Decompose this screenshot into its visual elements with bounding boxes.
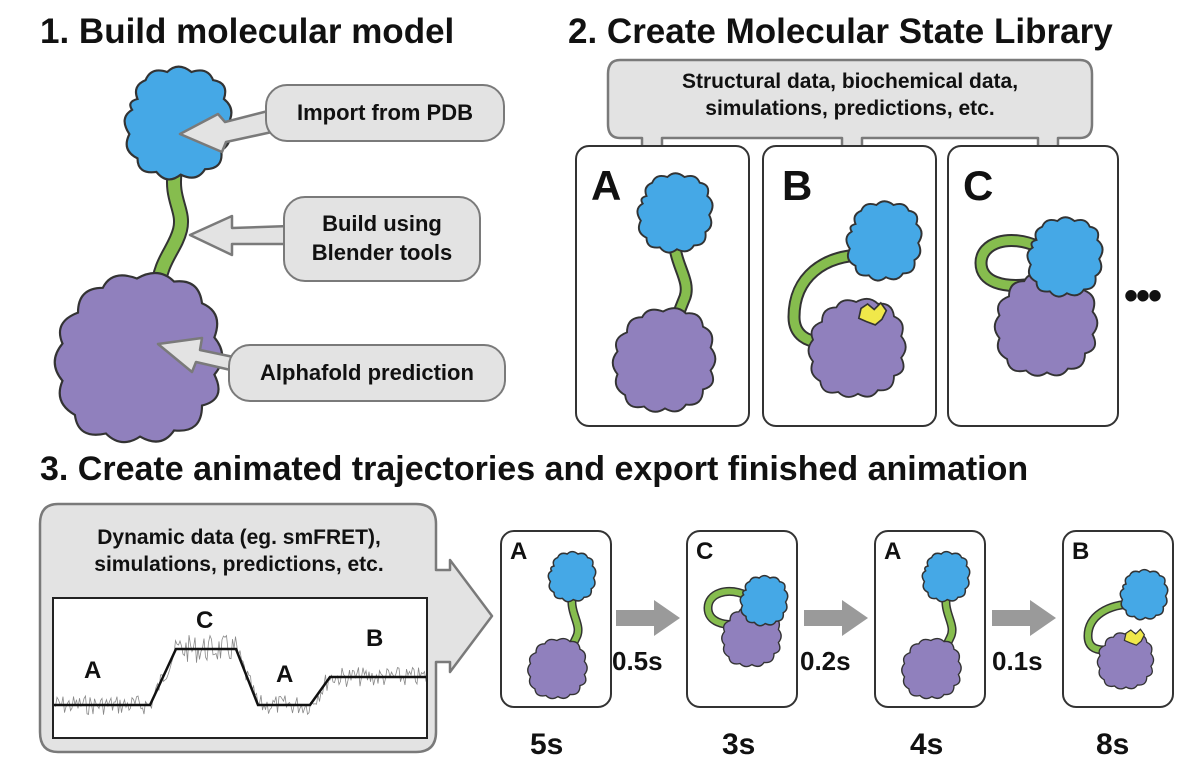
frame-3: A	[874, 530, 986, 708]
frame-3-state: A	[884, 538, 902, 565]
state-library-source-text: Structural data, biochemical data, simul…	[610, 68, 1090, 123]
section-2-title: 2. Create Molecular State Library	[568, 12, 1113, 51]
transition-2-time: 0.2s	[800, 646, 851, 676]
dynamic-data-line1: Dynamic data (eg. smFRET),	[97, 526, 381, 549]
import-from-pdb-label: Import from PDB	[297, 99, 473, 125]
transition-1-time: 0.5s	[612, 646, 663, 676]
frame-1-dwell: 5s	[530, 728, 564, 761]
trace-label-c: C	[196, 607, 214, 634]
transition-arrow-3	[992, 600, 1056, 636]
pdb-arrow	[178, 108, 274, 154]
frame-4-dwell: 8s	[1096, 728, 1130, 761]
blue-domain	[845, 200, 923, 282]
frame-1: A	[500, 530, 612, 708]
blender-tools-callout: Build using Blender tools	[283, 196, 481, 282]
molecular-model-illustration	[53, 65, 292, 444]
state-card-a-label: A	[591, 162, 622, 209]
state-card-b: B	[762, 145, 937, 427]
more-states-ellipsis: •••	[1124, 274, 1162, 318]
trajectory-trace	[54, 634, 426, 716]
transition-arrow-2	[804, 600, 868, 636]
alphafold-prediction-callout: Alphafold prediction	[228, 344, 506, 402]
state-card-a: A	[575, 145, 750, 427]
blue-domain	[1026, 216, 1104, 298]
trace-label-a1: A	[84, 657, 102, 684]
trace-label-b: B	[366, 625, 384, 652]
dynamic-data-line2: simulations, predictions, etc.	[94, 553, 384, 577]
trace-noise	[54, 634, 426, 716]
state-card-c-label: C	[963, 162, 994, 209]
blender-arrow	[188, 214, 292, 257]
alphafold-prediction-label: Alphafold prediction	[260, 359, 474, 385]
frame-4: B	[1062, 530, 1174, 708]
state-card-c: C	[947, 145, 1119, 427]
purple-domain	[807, 297, 907, 398]
blender-tools-line2: Blender tools	[311, 240, 453, 265]
import-from-pdb-callout: Import from PDB	[265, 84, 505, 142]
blender-tools-line1: Build using	[322, 211, 442, 237]
section-3-title: 3. Create animated trajectories and expo…	[40, 450, 1029, 488]
section-1-title: 1. Build molecular model	[40, 12, 455, 51]
state-library-source-line2: simulations, predictions, etc.	[705, 97, 995, 121]
frame-4-state: B	[1072, 538, 1090, 565]
state-library-source-line1: Structural data, biochemical data,	[681, 70, 1019, 93]
transition-3-time: 0.1s	[992, 646, 1043, 676]
dynamic-data-text: Dynamic data (eg. smFRET), simulations, …	[48, 524, 430, 579]
blue-domain	[636, 172, 714, 254]
trace-label-a2: A	[276, 661, 294, 688]
frame-3-dwell: 4s	[910, 728, 944, 761]
state-card-b-label: B	[782, 162, 813, 209]
frame-2: C	[686, 530, 798, 708]
trajectory-trace-panel: A C A B	[52, 597, 428, 739]
frame-1-state: A	[510, 538, 528, 565]
frame-2-dwell: 3s	[722, 728, 756, 761]
trace-raw-signal	[54, 634, 426, 716]
frame-2-state: C	[696, 538, 714, 565]
purple-domain	[611, 307, 717, 413]
transition-arrow-1	[616, 600, 680, 636]
trace-idealized-line	[54, 647, 426, 707]
